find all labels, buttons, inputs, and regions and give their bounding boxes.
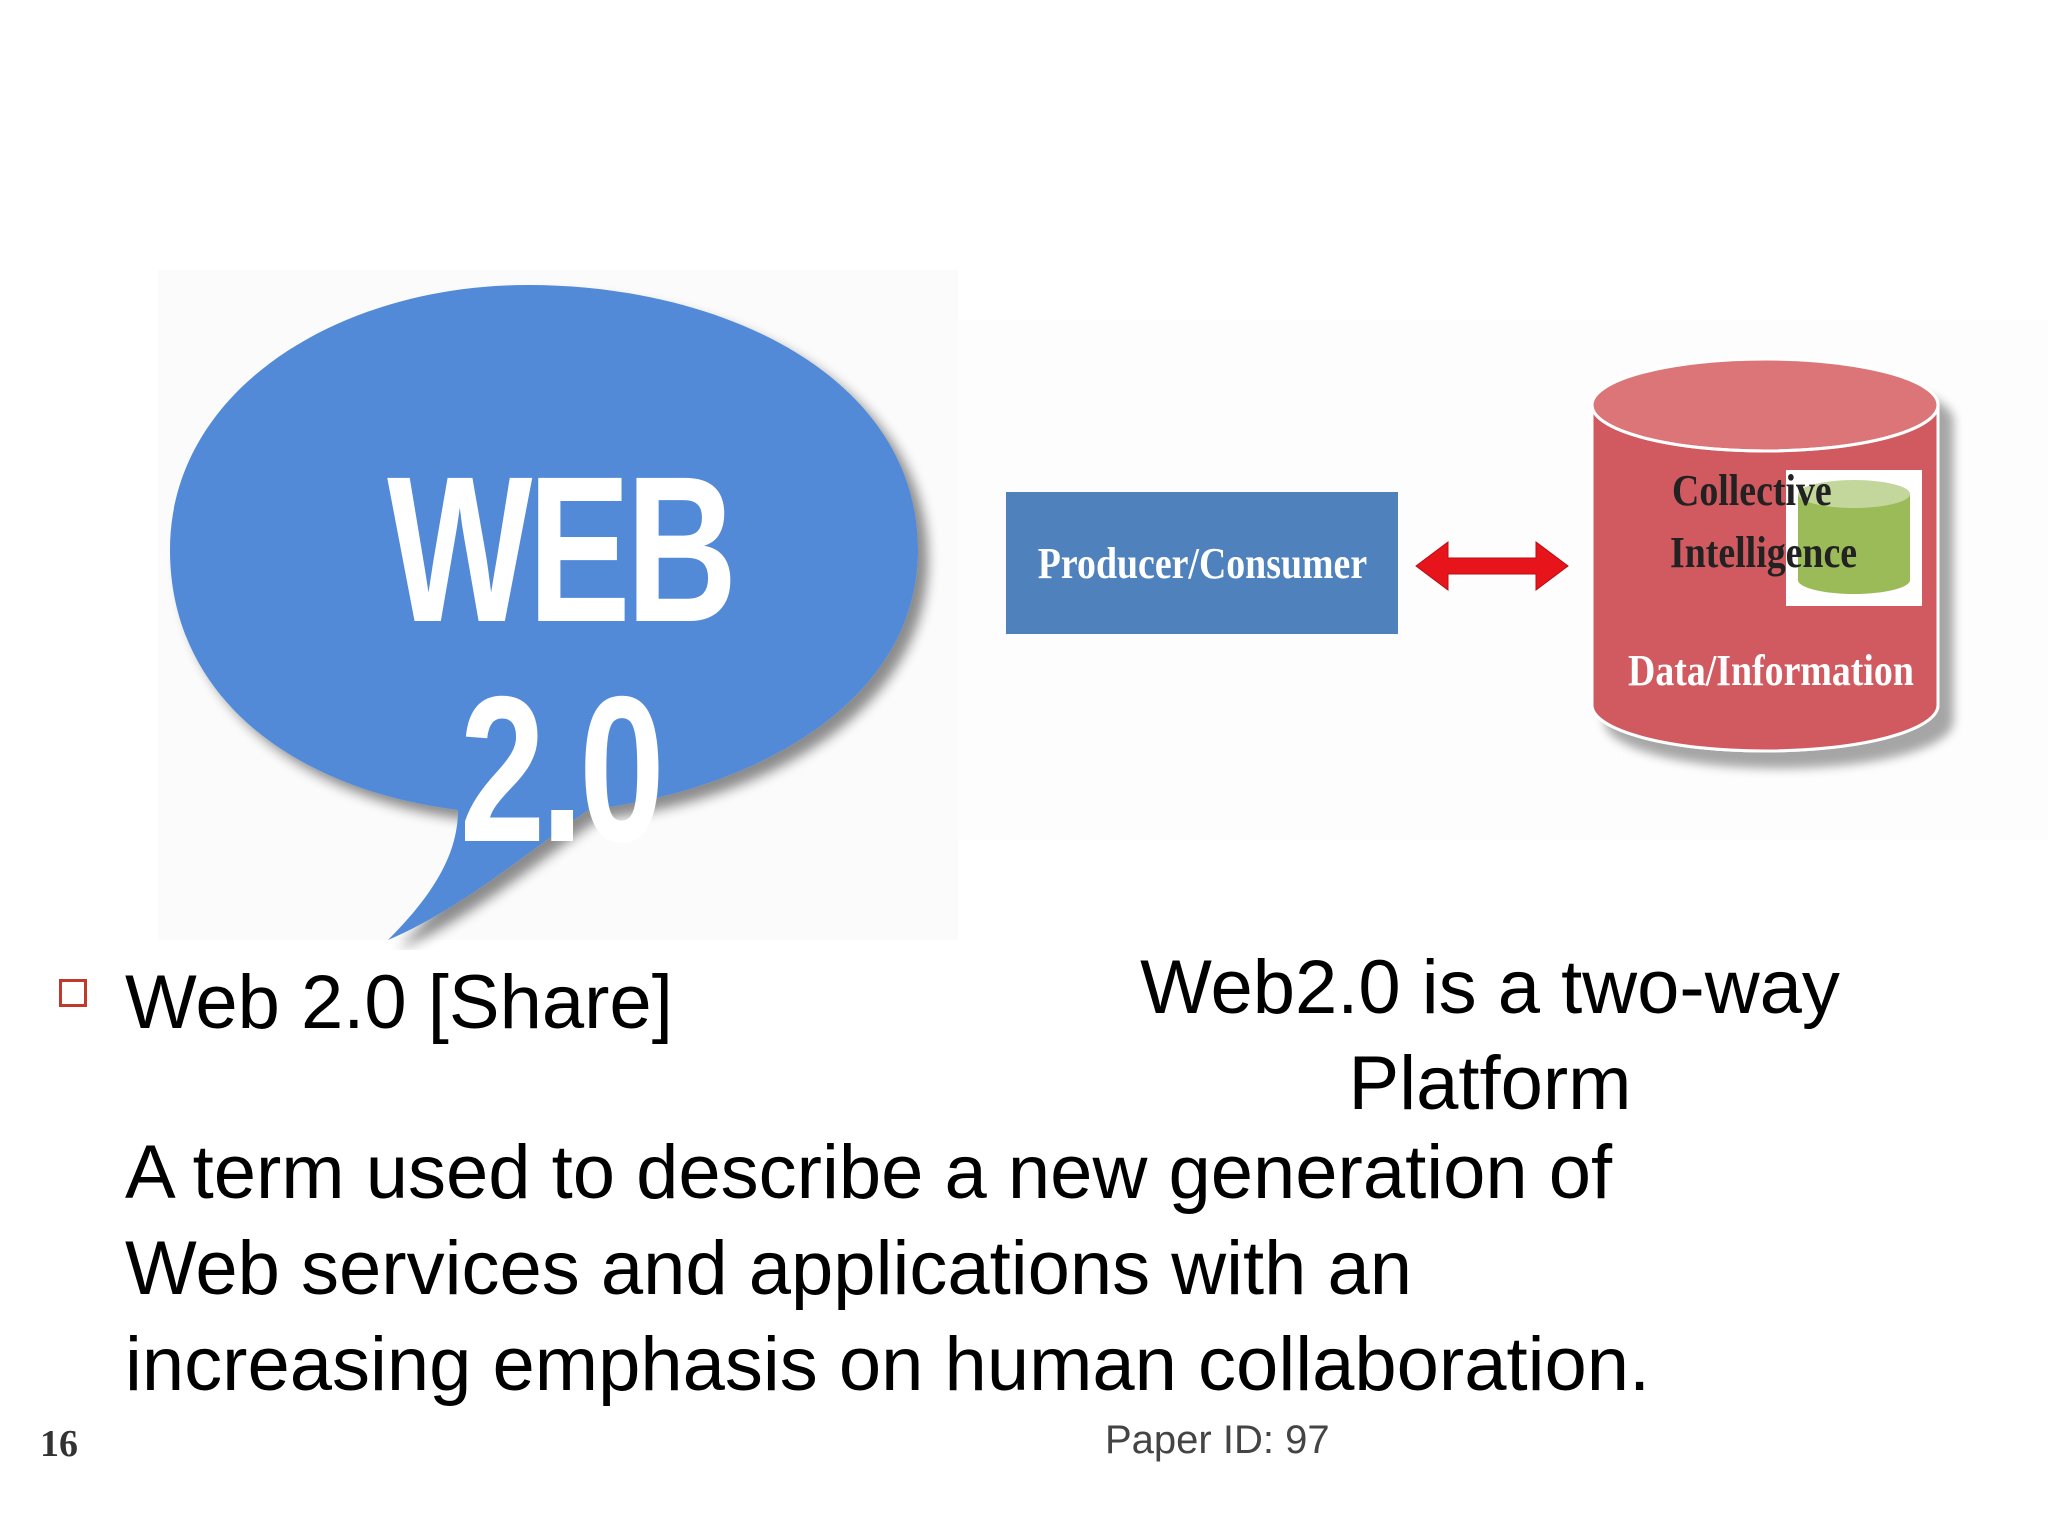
bullet-square-icon <box>59 979 87 1007</box>
mini-cylinder-icon <box>1786 470 1922 606</box>
side-note-line-1: Web2.0 is a two-way <box>1140 945 1840 1030</box>
speech-bubble-icon <box>170 285 918 940</box>
description-line-1: A term used to describe a new generation… <box>125 1130 1613 1215</box>
cylinder-label-data: Data/Information <box>1628 646 1914 695</box>
producer-consumer-label: Producer/Consumer <box>1037 538 1367 588</box>
description-line-3: increasing emphasis on human collaborati… <box>125 1322 1651 1407</box>
cylinder-label-collective: Collective <box>1672 466 1832 515</box>
producer-consumer-box: Producer/Consumer <box>1006 492 1398 634</box>
description: A term used to describe a new generation… <box>125 1125 1825 1413</box>
side-note-line-2: Platform <box>1348 1041 1632 1126</box>
side-note: Web2.0 is a two-way Platform <box>1080 940 1900 1132</box>
bullet-text: Web 2.0 [Share] <box>125 960 673 1045</box>
paper-id: Paper ID: 97 <box>1105 1418 1330 1462</box>
double-arrow-icon <box>1415 541 1569 591</box>
cylinder-label-intelligence: Intelligence <box>1670 528 1858 577</box>
logo-text: WEB 2.0 <box>387 434 737 886</box>
description-line-2: Web services and applications with an <box>125 1226 1413 1311</box>
slide-number: 16 <box>40 1423 78 1465</box>
